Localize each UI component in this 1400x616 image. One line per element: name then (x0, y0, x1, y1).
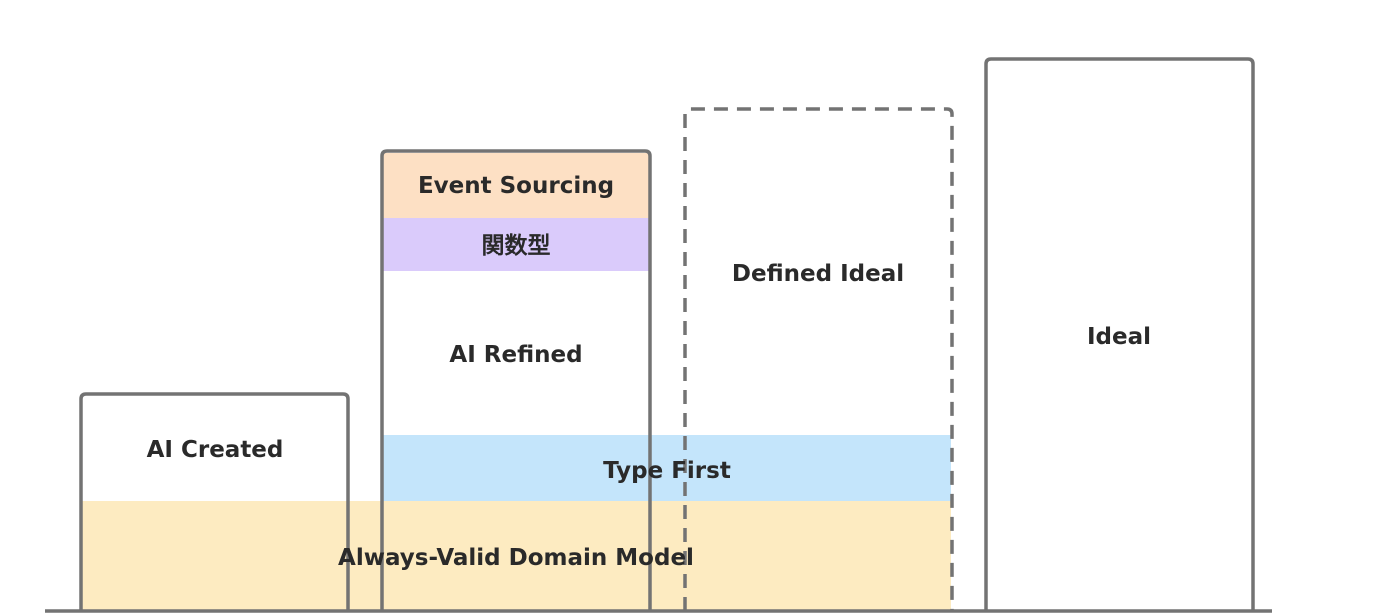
event-sourcing-label: Event Sourcing (418, 173, 614, 199)
event-sourcing-band (383, 153, 649, 218)
ideal-box (984, 57, 1255, 611)
defined-ideal-label: Defined Ideal (732, 261, 904, 287)
always-valid-label: Always-Valid Domain Model (338, 545, 694, 571)
ideal-label: Ideal (1087, 324, 1151, 350)
type-first-band (383, 435, 951, 501)
ai-created-label: AI Created (147, 437, 284, 463)
ai-refined-label: AI Refined (449, 342, 582, 368)
defined-ideal-box (683, 107, 954, 611)
ai-refined-box (380, 149, 652, 611)
type-first-label: Type First (603, 458, 731, 484)
functional-band (383, 218, 649, 271)
ai-created-box (79, 392, 350, 611)
always-valid-band (81, 501, 951, 611)
functional-label: 関数型 (482, 233, 551, 259)
